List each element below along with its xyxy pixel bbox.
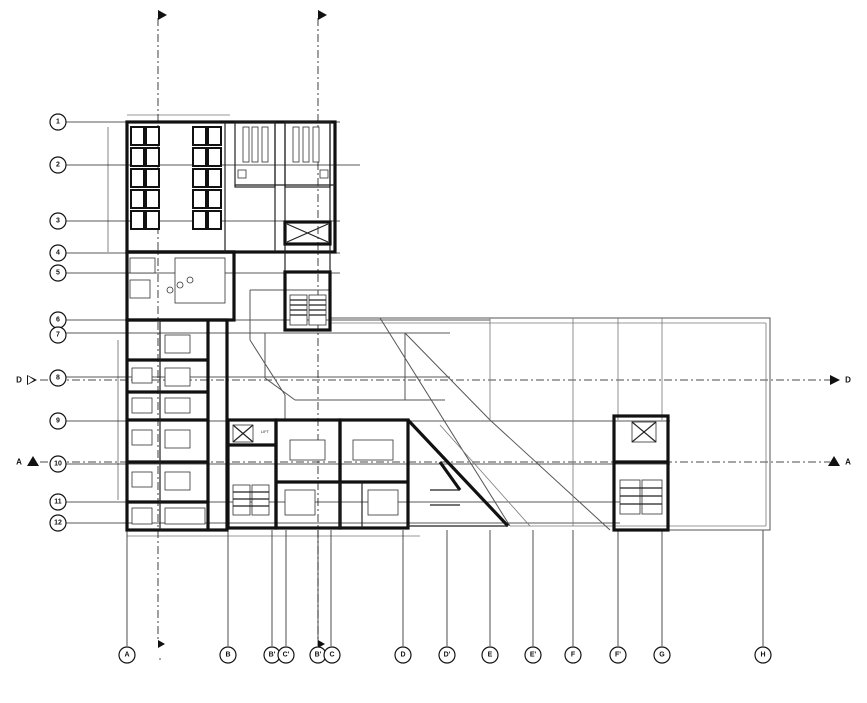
row-bubble-3: 3 [49, 212, 67, 230]
svg-text:F': F' [615, 652, 621, 659]
svg-text:B: B [225, 652, 230, 659]
column-bubble-h: H [754, 646, 772, 664]
row-bubble-5: 5 [49, 264, 67, 282]
west-apartments-walls [125, 318, 229, 532]
svg-text:8: 8 [56, 375, 60, 382]
row-bubble-10: 10 [49, 455, 67, 473]
svg-text:E': E' [530, 652, 537, 659]
row-bubble-11: 11 [49, 493, 67, 511]
svg-text:D: D [16, 376, 22, 385]
north-stair [289, 294, 327, 326]
svg-text:B': B' [269, 652, 276, 659]
column-bubble-e: E [481, 646, 499, 664]
row-bubble-2: 2 [49, 156, 67, 174]
svg-text:A: A [124, 652, 129, 659]
dimension-lines [107, 114, 420, 537]
column-bubble-c: C [323, 646, 341, 664]
svg-text:D: D [845, 376, 851, 385]
section-lines [40, 18, 830, 640]
svg-text:G: G [659, 652, 665, 659]
svg-text:H: H [760, 652, 765, 659]
row-bubble-1: 1 [49, 113, 67, 131]
column-bubble-f-prime: F' [609, 646, 627, 664]
svg-text:D': D' [444, 652, 451, 659]
column-bubble-d-prime: D' [438, 646, 456, 664]
section-flag-top-left [158, 10, 167, 20]
section-flag-bottom-right [318, 640, 325, 648]
row-bubble-6: 6 [49, 311, 67, 329]
south-core-walls [226, 418, 410, 530]
column-bubble-c-prime: C' [277, 646, 295, 664]
east-wing-slab [249, 289, 771, 531]
svg-text:7: 7 [56, 332, 60, 339]
svg-text:9: 9 [56, 418, 60, 425]
svg-text:B': B' [315, 652, 322, 659]
svg-text:6: 6 [56, 317, 60, 324]
row-bubble-8: 8 [49, 369, 67, 387]
row-bubble-12: 12 [49, 514, 67, 532]
section-marker-d-right: D [830, 375, 851, 385]
column-bubble-b: B [219, 646, 237, 664]
storage-bays [130, 126, 222, 230]
column-bubble-e-prime: E' [524, 646, 542, 664]
svg-text:4: 4 [56, 250, 60, 257]
svg-text:A: A [845, 458, 851, 467]
section-marker-d-left: D [16, 375, 37, 385]
svg-text:5: 5 [56, 270, 60, 277]
north-fixtures [237, 126, 329, 243]
row-bubble-7: 7 [49, 326, 67, 344]
office-furniture [129, 257, 226, 304]
column-bubble-a: A [118, 646, 136, 664]
column-bubble-g: G [653, 646, 671, 664]
svg-text:E: E [488, 652, 493, 659]
south-east-angled-wall [406, 418, 510, 528]
svg-text:1: 1 [56, 119, 60, 126]
svg-text:3: 3 [56, 218, 60, 225]
section-flag-bottom-left [158, 640, 165, 648]
row-bubble-4: 4 [49, 244, 67, 262]
lift-label: LIFT [261, 429, 270, 434]
svg-text:D: D [400, 652, 405, 659]
east-core [612, 414, 670, 532]
section-marker-a-right: A [828, 456, 851, 467]
svg-text:A: A [16, 458, 22, 467]
section-marker-a-left: A [16, 456, 39, 467]
svg-text:C: C [329, 652, 334, 659]
column-bubble-d: D [394, 646, 412, 664]
column-gridlines [126, 530, 764, 646]
svg-text:2: 2 [56, 162, 60, 169]
top-marker-label: o [159, 656, 162, 661]
svg-text:12: 12 [54, 520, 62, 527]
section-flag-top-right [318, 10, 327, 20]
column-bubbles: A B B' C' B' C D D' E E' F F' G H [118, 646, 772, 664]
svg-text:F: F [571, 652, 576, 659]
column-bubble-f: F [564, 646, 582, 664]
svg-text:10: 10 [54, 461, 62, 468]
row-bubbles: 1 2 3 4 5 6 7 8 9 10 11 12 [49, 113, 67, 532]
svg-text:11: 11 [54, 499, 62, 506]
svg-text:C': C' [283, 652, 290, 659]
row-bubble-9: 9 [49, 412, 67, 430]
